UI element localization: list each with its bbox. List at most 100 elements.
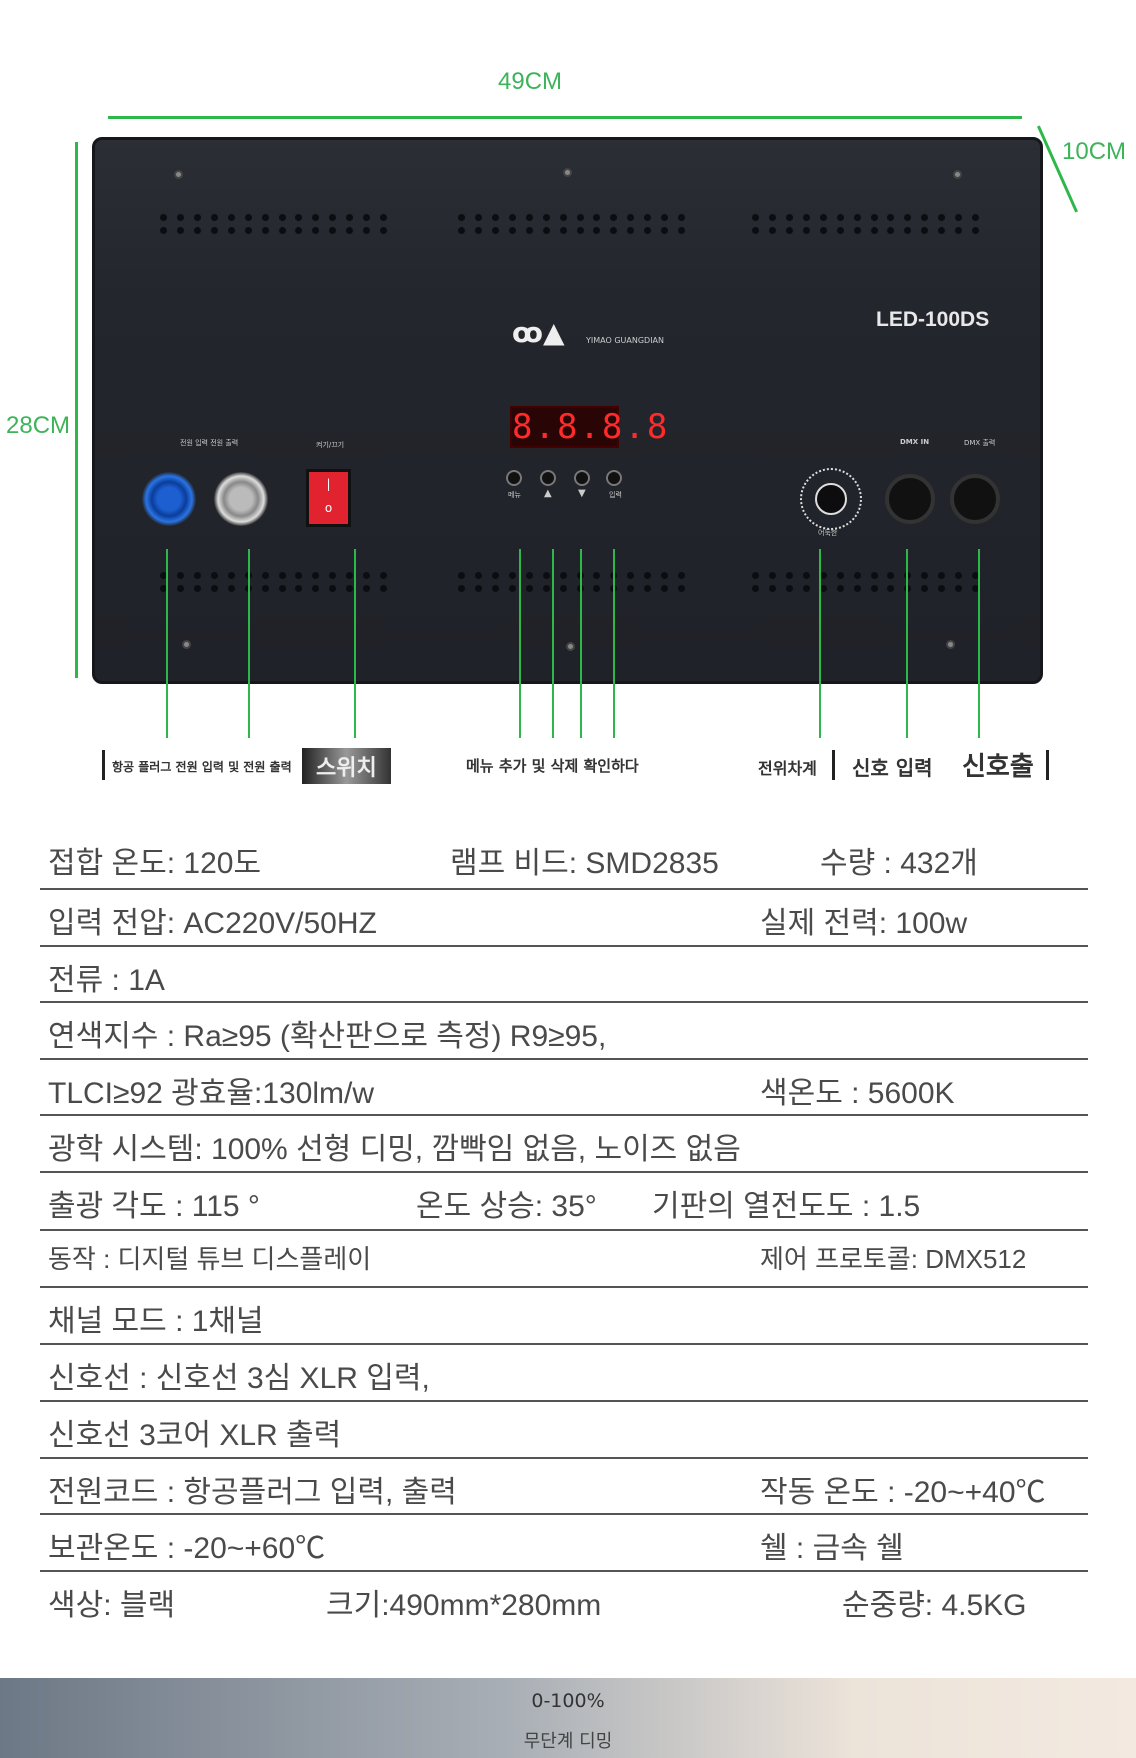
spec-item: 온도 상승: 35° [416,1190,597,1223]
vent-grille [458,572,688,592]
vent-hole [458,572,465,579]
row-divider [40,1114,1088,1116]
vent-hole [593,585,601,592]
vent-hole [210,585,218,592]
spec-item: 입력 전압: AC220V/50HZ [48,907,377,940]
row-divider [40,1171,1088,1173]
vent-hole [458,585,465,592]
width-dimension: 49CM [498,68,563,95]
vent-grille [752,572,982,592]
vent-hole [644,572,652,579]
vent-grille [160,214,390,234]
spec-item: 쉘 : 금속 쉘 [760,1532,904,1565]
vent-hole [644,227,652,234]
down-button[interactable] [574,470,590,486]
callout-line [354,549,356,738]
power-out-connector[interactable] [214,472,268,526]
brand-logo: ꝏ▲ [512,316,565,349]
vent-hole [887,572,895,579]
vent-hole [227,214,235,221]
spec-item: 채널 모드 : 1채널 [48,1305,264,1338]
vent-hole [921,214,929,221]
spec-item: 기판의 열전도도 : 1.5 [652,1190,921,1223]
callout-line [166,549,168,738]
vent-hole [312,227,320,234]
vent-hole [542,214,550,221]
spec-item: 램프 비드: SMD2835 [450,847,719,880]
vent-hole [921,572,929,579]
divider [1046,750,1049,780]
vent-hole [610,214,618,221]
dmx-out-connector[interactable] [950,474,1000,524]
vent-hole [508,585,516,592]
vent-hole [474,227,482,234]
row-divider [40,945,1088,947]
vent-hole [593,572,601,579]
vent-hole [870,227,878,234]
dimming-banner [0,1678,1136,1758]
row-divider [40,1457,1088,1459]
power-in-connector[interactable] [142,472,196,526]
vent-hole [380,227,388,234]
vent-hole [210,214,218,221]
vent-hole [363,227,371,234]
vent-hole [853,227,861,234]
vent-hole [210,572,218,579]
vent-hole [559,227,567,234]
enter-button[interactable] [606,470,622,486]
vent-hole [955,214,963,221]
spec-item: 색온도 : 5600K [760,1077,955,1110]
row-divider [40,1058,1088,1060]
vent-hole [870,572,878,579]
vent-hole [576,227,584,234]
vent-hole [870,585,878,592]
vent-hole [278,214,286,221]
dimmer-scale [800,468,862,530]
divider [102,750,105,780]
vent-hole [295,585,303,592]
spec-item: 크기:490mm*280mm [326,1589,602,1622]
vent-hole [819,572,827,579]
vent-hole [836,572,844,579]
vent-hole [542,572,550,579]
vent-hole [559,585,567,592]
vent-hole [346,572,354,579]
vent-hole [802,585,810,592]
vent-hole [802,214,810,221]
spec-item: 접합 온도: 120도 [48,847,262,880]
callout-line [978,549,980,738]
vent-hole [346,227,354,234]
dimmer-label: 어둑한 [818,529,838,537]
vent-hole [508,214,516,221]
dimmer-knob[interactable] [815,483,847,515]
spec-item: 광학 시스템: 100% 선형 디밍, 깜빡임 없음, 노이즈 없음 [48,1133,741,1166]
vent-hole [474,214,482,221]
down-button-label: ▼ [578,488,586,499]
vent-hole [593,214,601,221]
spec-item: 전원코드 : 항공플러그 입력, 출력 [48,1476,457,1509]
vent-hole [853,572,861,579]
vent-hole [312,572,320,579]
vent-hole [644,214,652,221]
vent-hole [921,585,929,592]
vent-hole [193,227,201,234]
menu-button[interactable] [506,470,522,486]
vent-hole [244,214,252,221]
dmx-in-connector[interactable] [885,474,935,524]
dmx-in-label: DMX IN [900,438,930,446]
callout-signal-out: 신호출 [962,752,1034,782]
vent-hole [678,214,686,221]
vent-hole [491,214,499,221]
vent-hole [627,227,635,234]
power-switch[interactable]: |o [306,469,351,527]
vent-hole [627,585,635,592]
vent-hole [752,227,759,234]
vent-hole [525,214,533,221]
height-dimension: 28CM [6,412,71,439]
vent-hole [627,572,635,579]
depth-dimension: 10CM [1062,138,1127,165]
vent-hole [661,585,669,592]
up-button[interactable] [540,470,556,486]
vent-hole [768,214,776,221]
vent-grille [458,214,688,234]
